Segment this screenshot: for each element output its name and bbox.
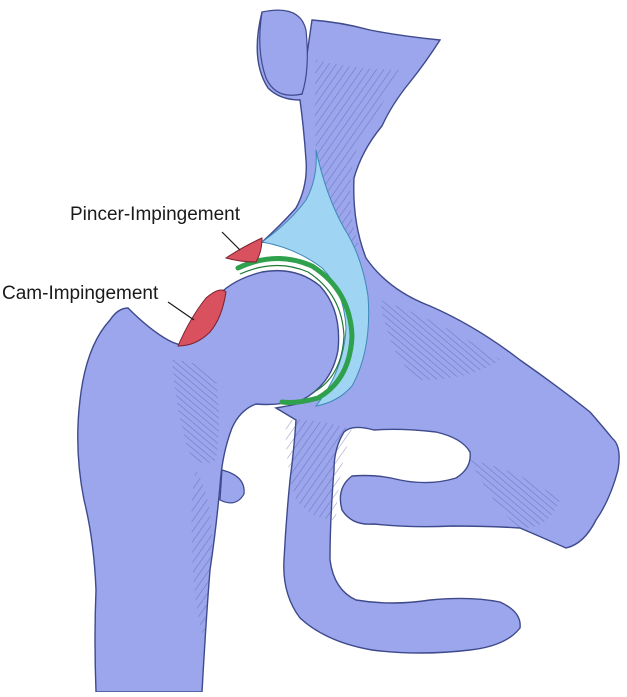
cam-impingement-label: Cam-Impingement bbox=[2, 283, 158, 305]
lesser-trochanter bbox=[220, 470, 244, 503]
pincer-impingement-label: Pincer-Impingement bbox=[70, 204, 240, 226]
pincer-leader-line bbox=[222, 232, 240, 250]
cam-leader-line bbox=[168, 302, 194, 320]
